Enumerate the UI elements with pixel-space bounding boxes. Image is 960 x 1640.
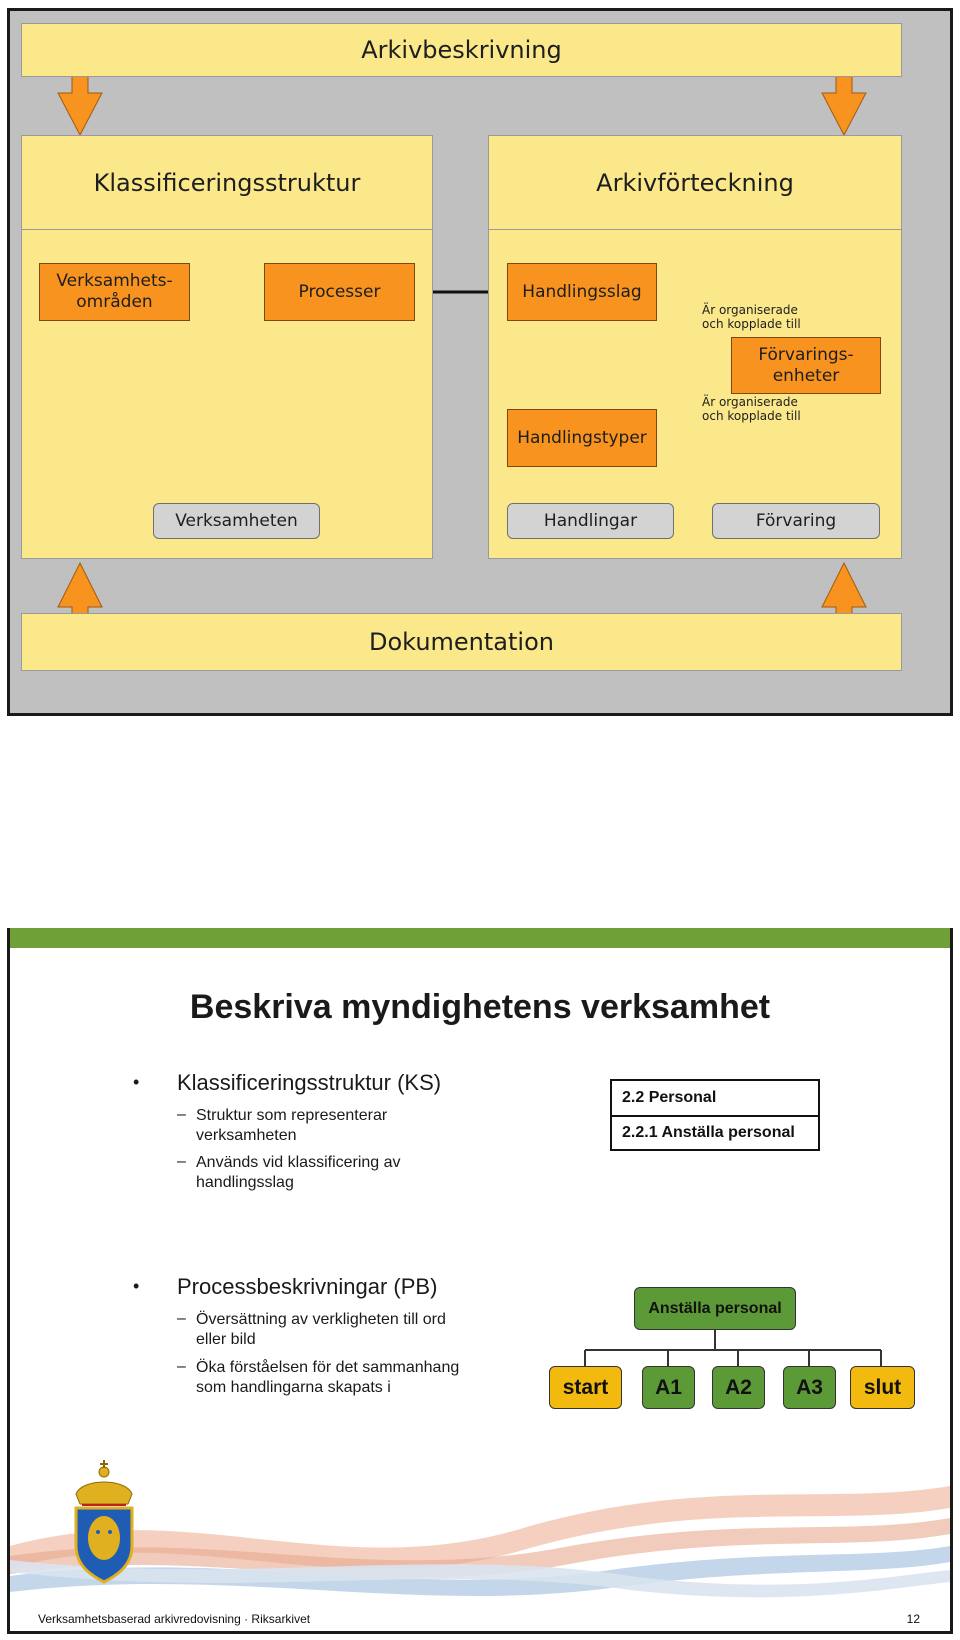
bullet-dot-icon: • — [133, 1072, 140, 1092]
note-organized-lower: Är organiserade och kopplade till — [702, 395, 801, 423]
note-lower-line2: och kopplade till — [702, 409, 801, 423]
box-processer: Processer — [264, 263, 415, 321]
ks-sub2-line2: handlingsslag — [196, 1174, 294, 1191]
ks-sub1-line2: verksamheten — [196, 1127, 297, 1144]
box-verksamhetsomraden-line1: Verksamhets- — [56, 271, 173, 291]
process-tree-connectors — [584, 1330, 882, 1366]
pb-sub1-line1: Översättning av verkligheten till ord — [196, 1311, 446, 1328]
box-handlingsslag: Handlingsslag — [507, 263, 657, 321]
pb-sub1-line2: eller bild — [196, 1331, 256, 1348]
ks-example-table: 2.2 Personal 2.2.1 Anställa personal — [610, 1079, 820, 1151]
footer-handlingar: Handlingar — [507, 503, 674, 539]
process-step-a3: A3 — [783, 1366, 836, 1409]
footer-forvaring: Förvaring — [712, 503, 880, 539]
box-forvaringsenheter: Förvarings- enheter — [731, 337, 881, 394]
riksarkivet-crest-logo — [74, 1460, 134, 1584]
footer-text: Verksamhetsbaserad arkivredovisning · Ri… — [38, 1612, 311, 1626]
process-root: Anställa personal — [634, 1287, 796, 1330]
box-verksamhetsomraden: Verksamhets- områden — [39, 263, 190, 321]
dash-icon: – — [177, 1358, 186, 1375]
decorative-waves — [10, 1486, 950, 1598]
box-verksamhetsomraden-line2: områden — [76, 292, 153, 312]
archive-diagram-slide: Arkivbeskrivning Klassificeringsstruktur… — [7, 8, 953, 716]
note-lower-line1: Är organiserade — [702, 395, 798, 409]
dash-icon: – — [177, 1106, 186, 1123]
process-step-a1: A1 — [642, 1366, 695, 1409]
bullet-dot-icon: • — [133, 1276, 140, 1296]
process-step-slut: slut — [850, 1366, 915, 1409]
slide-title: Beskriva myndighetens verksamhet — [189, 988, 771, 1026]
bullet-pb-text: Processbeskrivningar (PB) — [177, 1274, 438, 1299]
left-panel-title: Klassificeringsstruktur — [22, 136, 432, 230]
page-number: 12 — [906, 1612, 920, 1626]
top-bar-arkivbeskrivning: Arkivbeskrivning — [21, 23, 902, 77]
footer-verksamheten: Verksamheten — [153, 503, 320, 539]
bullet-ks-text: Klassificeringsstruktur (KS) — [177, 1070, 442, 1095]
ks-sub2-line1: Används vid klassificering av — [196, 1154, 401, 1171]
bottom-bar-dokumentation: Dokumentation — [21, 613, 902, 671]
note-upper-line1: Är organiserade — [702, 303, 798, 317]
green-header-bar — [10, 928, 950, 948]
dash-icon: – — [177, 1310, 186, 1327]
box-forvaringsenheter-line1: Förvarings- — [758, 344, 854, 365]
process-step-start: start — [549, 1366, 622, 1409]
pb-sub2-line2: som handlingarna skapats i — [196, 1379, 391, 1396]
ks-sub1-line1: Struktur som representerar — [196, 1107, 388, 1124]
box-forvaringsenheter-line2: enheter — [772, 365, 840, 386]
note-organized-upper: Är organiserade och kopplade till — [702, 303, 801, 331]
ks-row-personal: 2.2 Personal — [622, 1089, 717, 1106]
ks-row-anstalla: 2.2.1 Anställa personal — [612, 1115, 818, 1149]
left-panel: Klassificeringsstruktur — [21, 135, 433, 559]
note-upper-line2: och kopplade till — [702, 317, 801, 331]
right-panel-title: Arkivförteckning — [489, 136, 901, 230]
pb-sub2-line1: Öka förståelsen för det sammanhang — [196, 1359, 460, 1376]
box-handlingstyper: Handlingstyper — [507, 409, 657, 467]
dash-icon: – — [177, 1153, 186, 1170]
verksamhet-slide: Beskriva myndighetens verksamhet • Klass… — [7, 928, 953, 1634]
process-step-a2: A2 — [712, 1366, 765, 1409]
